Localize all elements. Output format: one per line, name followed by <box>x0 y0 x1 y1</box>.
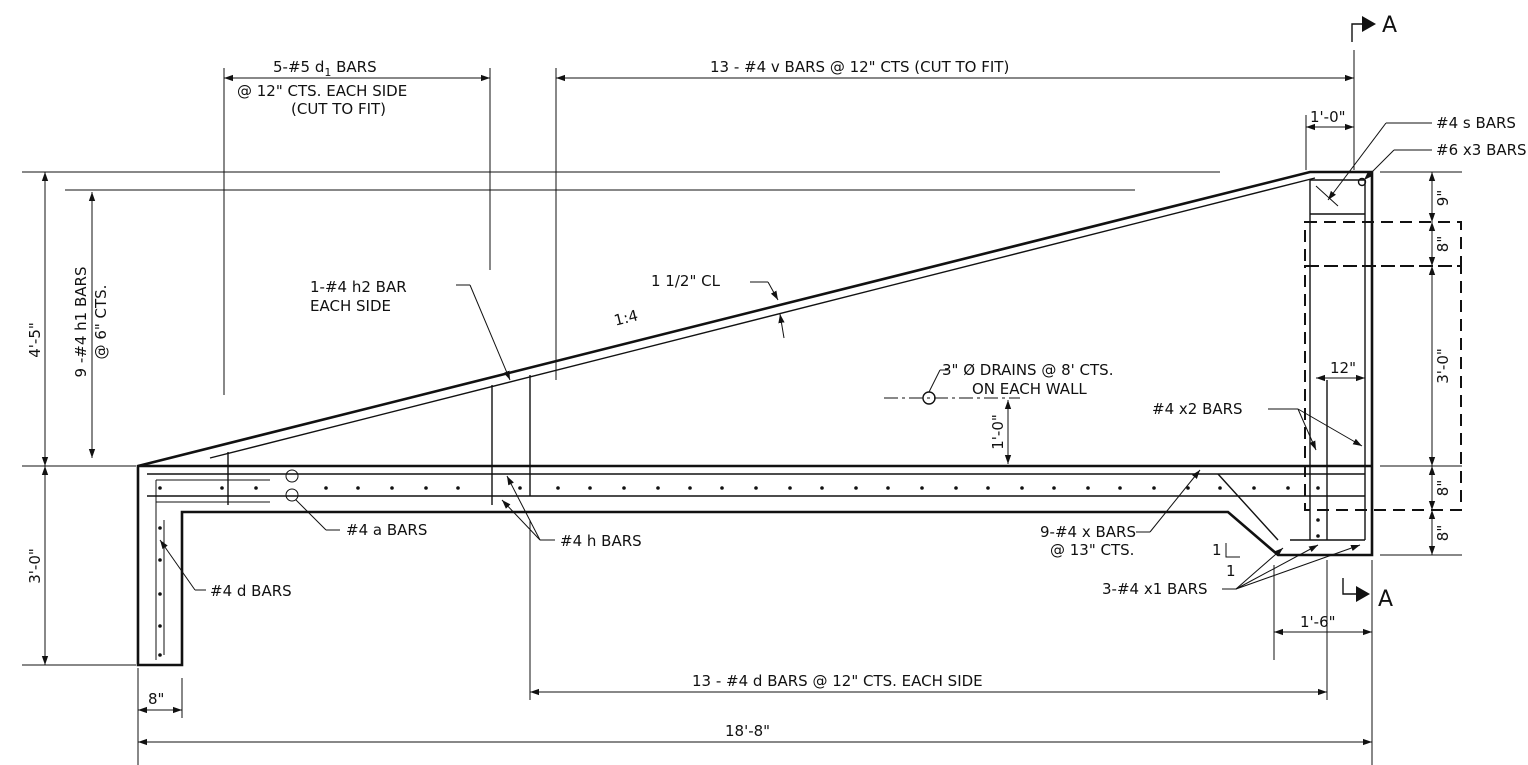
x1-bars-label: 3-#4 x1 BARS <box>1102 580 1208 598</box>
reinforcement-bars <box>65 171 1365 660</box>
dim-right-3ft: 3'-0" <box>1434 348 1452 384</box>
h2-bar-line1: 1-#4 h2 BAR <box>310 278 407 296</box>
x-bars-callout: 9-#4 x BARS @ 13" CTS. <box>1040 469 1201 559</box>
d-bars-label: #4 d BARS <box>210 582 292 600</box>
dim-height-upper: 4'-5" <box>26 322 44 358</box>
x3-bars-label: #6 x3 BARS <box>1436 141 1527 159</box>
x1-bars-callout: 3-#4 x1 BARS <box>1102 544 1361 598</box>
dashed-section-boxes <box>1304 221 1462 511</box>
a-bars-callout: #4 a BARS <box>285 469 427 539</box>
chamfer-horizontal: 1 <box>1226 562 1236 580</box>
dimension-top-width: 1'-0" <box>1305 108 1354 170</box>
d-bars-callout: #4 d BARS <box>159 539 292 600</box>
dimension-right-stack: 9" 8" 3'-0" 8" 8" <box>1380 171 1462 556</box>
dim-right-9: 9" <box>1434 190 1452 206</box>
dim-height-lower: 3'-0" <box>26 548 44 584</box>
d1-bars-suffix: BARS <box>331 58 376 76</box>
d-bars-bottom-label: 13 - #4 d BARS @ 12" CTS. EACH SIDE <box>692 672 983 690</box>
d1-bars-callout: 5-#5 d1 BARS @ 12" CTS. EACH SIDE (CUT T… <box>223 58 491 395</box>
svg-text:5-#5 d1 BARS: 5-#5 d1 BARS <box>273 58 377 79</box>
x3-bars-callout: #6 x3 BARS <box>1363 141 1527 181</box>
h-bars-callout: #4 h BARS <box>501 475 642 550</box>
v-bars-callout: 13 - #4 v BARS @ 12" CTS (CUT TO FIT) <box>555 50 1355 380</box>
section-mark-bottom: A <box>1342 578 1393 612</box>
a-bars-label: #4 a BARS <box>346 521 427 539</box>
dim-total-length: 18'-8" <box>725 722 770 740</box>
x2-bars-label: #4 x2 BARS <box>1152 400 1243 418</box>
clear-cover-callout: 1 1/2" CL <box>651 272 785 339</box>
dimension-drain-height: 1'-0" <box>989 400 1012 464</box>
section-mark-top-label: A <box>1382 13 1397 38</box>
dim-drain-height: 1'-0" <box>989 414 1007 450</box>
dim-wall-width: 8" <box>148 690 164 708</box>
drains-line2: ON EACH WALL <box>972 380 1087 398</box>
h2-bar-line2: EACH SIDE <box>310 297 391 315</box>
s-bars-label: #4 s BARS <box>1436 114 1516 132</box>
h2-bar-callout: 1-#4 h2 BAR EACH SIDE <box>310 278 511 381</box>
slope-label: 1:4 <box>612 306 640 329</box>
dimension-total-length: 18'-8" <box>138 722 1372 746</box>
chamfer-vertical: 1 <box>1212 541 1222 559</box>
dim-top-width: 1'-0" <box>1310 108 1346 126</box>
dim-right-8a: 8" <box>1434 236 1452 252</box>
dimension-inner-12: 12" <box>1316 359 1365 382</box>
d1-bars-line3: (CUT TO FIT) <box>291 100 386 118</box>
d1-bars-line2: @ 12" CTS. EACH SIDE <box>237 82 407 100</box>
x2-bars-callout: #4 x2 BARS <box>1152 400 1363 451</box>
drains-line1: 3" Ø DRAINS @ 8' CTS. <box>942 361 1113 379</box>
d1-bars-subscript: 1 <box>324 66 331 79</box>
h1-bars-line2: @ 6" CTS. <box>92 285 110 360</box>
dimension-wall-width: 8" <box>137 668 183 765</box>
drain-callout: 3" Ø DRAINS @ 8' CTS. ON EACH WALL <box>884 361 1113 405</box>
v-bars-label: 13 - #4 v BARS @ 12" CTS (CUT TO FIT) <box>710 58 1009 76</box>
chamfer-callout: 1 1 <box>1212 541 1240 580</box>
dim-inner-12: 12" <box>1330 359 1356 377</box>
dimension-left-heights: 4'-5" 3'-0" 9 -#4 h1 BARS @ 6" CTS. <box>22 171 136 666</box>
dim-right-8b: 8" <box>1434 480 1452 496</box>
section-mark-bottom-label: A <box>1378 587 1393 612</box>
x-bars-line1: 9-#4 x BARS <box>1040 523 1136 541</box>
dim-right-8c: 8" <box>1434 525 1452 541</box>
d1-bars-label: 5-#5 d <box>273 58 324 76</box>
dim-bottom-width: 1'-6" <box>1300 613 1336 631</box>
h1-bars-line1: 9 -#4 h1 BARS <box>72 267 90 378</box>
s-bars-callout: #4 s BARS <box>1327 114 1516 201</box>
clear-cover-label: 1 1/2" CL <box>651 272 721 290</box>
x-bars-line2: @ 13" CTS. <box>1050 541 1134 559</box>
concrete-outline <box>136 170 1374 667</box>
bottom-d-bars-callout: 13 - #4 d BARS @ 12" CTS. EACH SIDE <box>529 520 1328 700</box>
section-mark-top: A <box>1351 13 1397 42</box>
bar-dots <box>158 486 1320 657</box>
h-bars-label: #4 h BARS <box>560 532 642 550</box>
